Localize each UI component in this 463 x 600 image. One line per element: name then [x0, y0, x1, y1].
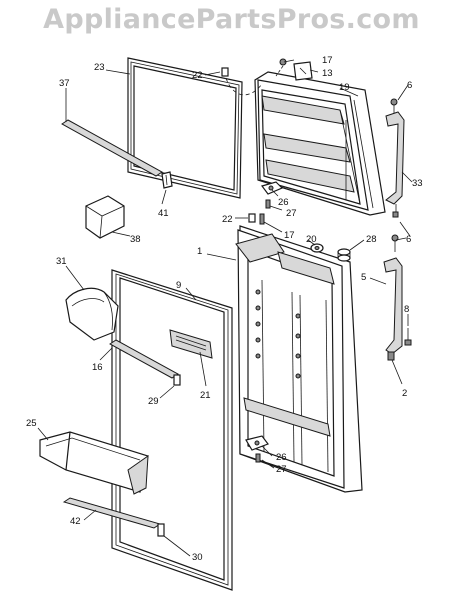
- callout-5: 5: [361, 272, 366, 283]
- callout-1: 1: [197, 246, 202, 257]
- freezer-bracket: [85, 195, 125, 239]
- freezer-door-handle: [385, 111, 405, 205]
- leader-lines: [37, 59, 413, 557]
- callout-8: 8: [404, 304, 409, 315]
- strip-clip: [161, 171, 173, 189]
- callout-25: 25: [26, 418, 37, 429]
- screw-27-bottom: [255, 453, 261, 463]
- top-hinge-cover: [293, 61, 313, 81]
- handle-end-2: [387, 351, 395, 361]
- callout-6-top: 6: [407, 80, 412, 91]
- callout-23: 23: [94, 62, 105, 73]
- hinge-pin-26-bottom: [245, 435, 269, 451]
- clip-30: [157, 523, 165, 537]
- callout-26-top: 26: [278, 197, 289, 208]
- hinge-pin-26-top: [260, 181, 284, 195]
- callout-6-lower: 6: [406, 234, 411, 245]
- door-bin: [39, 431, 149, 495]
- freezer-breaker-strip: [61, 119, 163, 177]
- fresh-food-door-assembly: [235, 225, 363, 493]
- callout-26-bottom: 26: [276, 452, 287, 463]
- dashed-guide-22: [225, 77, 263, 96]
- freezer-door-assembly: [254, 71, 386, 216]
- refrigerator-door-handle: [383, 257, 403, 355]
- door-stop-20: [310, 243, 324, 253]
- shelf-holes: [255, 289, 301, 379]
- callout-labels: 17 13 23 22 37 19 6 26 27 33 41 38 22 17…: [26, 55, 423, 563]
- callout-22-top: 22: [192, 70, 203, 81]
- callout-27-bottom: 27: [276, 464, 287, 475]
- screw-6-handle-bottom: [392, 204, 399, 218]
- watermark: AppliancePartsPros.com: [43, 4, 420, 35]
- callout-19: 19: [339, 82, 350, 93]
- callout-13: 13: [322, 68, 333, 79]
- refrigerator-breaker-strip: [109, 339, 179, 379]
- screw-17-mid: [259, 213, 265, 225]
- callout-29: 29: [148, 396, 159, 407]
- callout-38: 38: [130, 234, 141, 245]
- strip-clip-29: [173, 374, 181, 386]
- screw-22-top: [221, 67, 229, 77]
- callout-16: 16: [92, 362, 103, 373]
- callout-42: 42: [70, 516, 81, 527]
- callout-27-top: 27: [286, 208, 297, 219]
- dashed-guide-17: [275, 65, 284, 77]
- callout-31: 31: [56, 256, 67, 267]
- screw-6-lower: [391, 234, 399, 252]
- callout-30: 30: [192, 552, 203, 563]
- screw-8: [404, 328, 412, 346]
- callout-9: 9: [176, 280, 181, 291]
- callout-33: 33: [412, 178, 423, 189]
- plug-28: [337, 248, 351, 262]
- screw-22-mid: [248, 213, 256, 223]
- callout-21: 21: [200, 390, 211, 401]
- callout-41: 41: [158, 208, 169, 219]
- callout-20: 20: [306, 234, 317, 245]
- screw-6-top: [390, 98, 398, 114]
- callout-22-mid: 22: [222, 214, 233, 225]
- callout-2: 2: [402, 388, 407, 399]
- callout-37: 37: [59, 78, 70, 89]
- dairy-compartment-door: [65, 287, 119, 341]
- callout-28: 28: [366, 234, 377, 245]
- screw-27-top: [265, 199, 271, 209]
- freezer-door-gasket: [127, 57, 243, 199]
- callout-17-mid: 17: [284, 230, 295, 241]
- callout-17-top: 17: [322, 55, 333, 66]
- model-label-plate: [169, 329, 213, 359]
